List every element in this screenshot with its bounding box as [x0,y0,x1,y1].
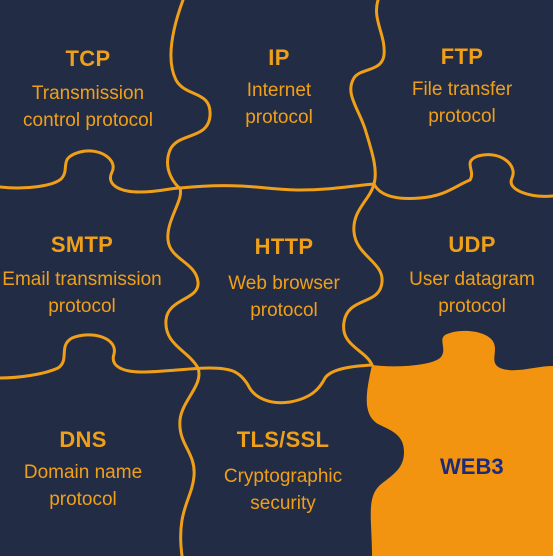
piece-ip-description-line-1: Internet [246,80,312,101]
piece-tls-ssl: TLS/SSL Cryptographic security [224,427,342,517]
piece-http-description-line-1: Web browser [228,273,340,294]
piece-ftp-title: FTP [440,44,484,69]
right-vertical-seam [342,0,386,367]
piece-http-description-line-2: protocol [250,300,318,321]
piece-smtp-title: SMTP [50,232,114,257]
piece-tls-ssl-title: TLS/SSL [236,427,330,452]
piece-tcp: TCP Transmission control protocol [23,46,153,134]
piece-ftp-description: File transfer protocol [412,76,512,130]
piece-tcp-description: Transmission control protocol [23,80,153,134]
piece-ftp-description-line-1: File transfer [411,79,513,100]
lower-horizontal-seam [0,333,374,405]
left-vertical-seam [164,0,212,556]
piece-smtp-description: Email transmission protocol [2,266,161,320]
piece-ip-description-line-2: protocol [245,107,313,128]
piece-udp: UDP User datagram protocol [409,232,535,320]
upper-horizontal-seam [0,149,553,200]
piece-dns: DNS Domain name protocol [24,427,142,513]
piece-udp-description: User datagram protocol [409,266,535,320]
piece-http-title: HTTP [254,234,314,259]
piece-ip-title: IP [268,45,290,70]
piece-udp-title: UDP [448,232,496,257]
piece-tls-ssl-description-line-1: Cryptographic [223,466,343,487]
piece-ip: IP Internet protocol [245,45,313,131]
piece-udp-description-line-1: User datagram [409,269,535,290]
piece-dns-title: DNS [59,427,107,452]
piece-dns-description: Domain name protocol [24,459,142,513]
piece-smtp-description-line-2: protocol [48,296,116,317]
piece-smtp-description-line-1: Email transmission [2,269,162,290]
piece-ftp-description-line-2: protocol [428,106,496,127]
piece-tls-ssl-description-line-2: security [250,493,316,514]
piece-tcp-title: TCP [65,46,111,71]
piece-dns-description-line-2: protocol [49,489,117,510]
piece-tcp-description-line-2: control protocol [23,110,153,131]
piece-ip-description: Internet protocol [245,77,313,131]
piece-http-description: Web browser protocol [228,270,340,324]
piece-udp-description-line-2: protocol [438,296,506,317]
piece-smtp: SMTP Email transmission protocol [2,232,161,320]
piece-http: HTTP Web browser protocol [228,234,340,324]
piece-web3-title: WEB3 [440,454,504,479]
piece-dns-description-line-1: Domain name [23,462,143,483]
piece-tcp-description-line-1: Transmission [31,83,145,104]
piece-tls-ssl-description: Cryptographic security [224,463,342,517]
web3-puzzle-piece [366,330,553,556]
piece-ftp: FTP File transfer protocol [412,44,512,130]
